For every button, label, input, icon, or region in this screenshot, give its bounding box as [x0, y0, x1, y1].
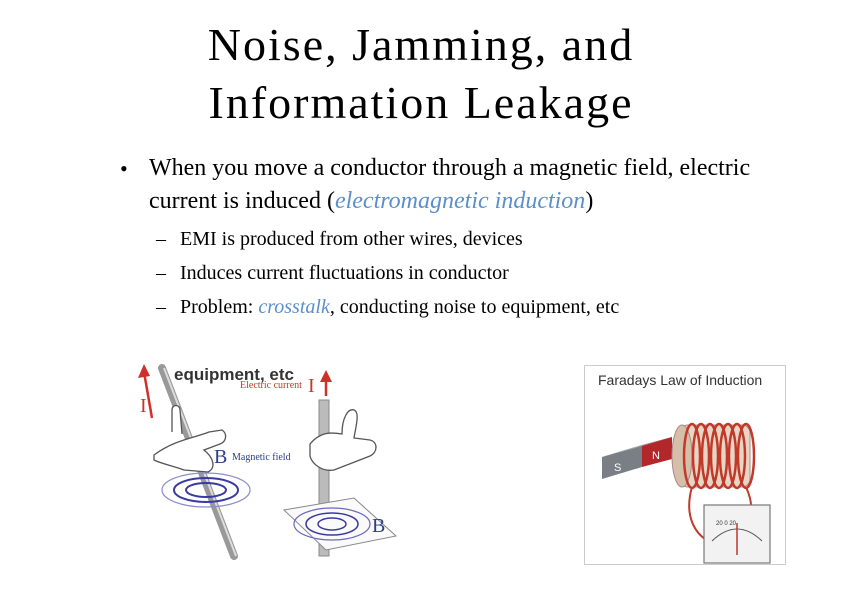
magnet-s-label: S: [614, 462, 621, 474]
bullet-main-text: When you move a conductor through a magn…: [149, 155, 751, 214]
sub-bullet-2: – Induces current fluctuations in conduc…: [116, 256, 756, 290]
current-arrow: [142, 371, 154, 419]
sub-bullet-dash: –: [156, 262, 166, 284]
sub-bullet-text-end: , conducting noise to equipment, etc: [329, 296, 620, 318]
induction-illustration: equipment, etc I B Magnetic field Electr…: [138, 364, 398, 560]
field-loop: [161, 472, 251, 508]
sub-bullet-1: – EMI is produced from other wires, devi…: [116, 222, 756, 256]
sub-bullet-dash: –: [156, 296, 166, 318]
label-B-right: B: [372, 515, 385, 537]
faraday-illustration: Faradays Law of Induction S N 20 0 20: [584, 365, 786, 565]
bullet-dot: •: [120, 156, 128, 181]
faraday-title: Faradays Law of Induction: [598, 372, 762, 388]
right-hand-icon: [309, 409, 377, 471]
magnet-n-pole: [642, 437, 672, 467]
overlap-text: equipment, etc: [174, 365, 294, 384]
label-I-right: I: [308, 375, 315, 397]
magnet-s-pole: [602, 445, 642, 479]
bullet-main-emphasis: electromagnetic induction: [334, 188, 586, 214]
bullet-main: • When you move a conductor through a ma…: [116, 152, 756, 218]
sub-bullet-3: – Problem: crosstalk, conducting noise t…: [116, 290, 756, 324]
bullet-main-close: ): [585, 188, 594, 214]
magnet-n-label: N: [652, 450, 660, 462]
slide-title: Noise, Jamming, and Information Leakage: [0, 16, 842, 132]
field-loop: [185, 482, 227, 498]
title-line-1: Noise, Jamming, and: [207, 19, 635, 70]
title-line-2: Information Leakage: [208, 77, 634, 128]
vertical-conductor: [318, 399, 330, 557]
bullet-list: • When you move a conductor through a ma…: [116, 152, 756, 324]
field-plane: [282, 497, 398, 551]
current-arrow-head: [138, 364, 150, 378]
coil-windings: [682, 422, 756, 490]
label-electric-current: Electric current: [240, 380, 302, 391]
sub-bullet-text: EMI is produced from other wires, device…: [180, 228, 523, 250]
crosstalk-emphasis: crosstalk: [258, 296, 330, 318]
sub-bullet-text: Problem:: [180, 296, 259, 318]
sub-bullet-dash: –: [156, 228, 166, 250]
label-B-left: B: [214, 446, 227, 468]
label-magnetic-field: Magnetic field: [232, 452, 291, 463]
field-loop: [173, 477, 239, 503]
label-I-left: I: [140, 395, 147, 417]
left-hand-icon: [153, 429, 227, 473]
meter-scale: 20 0 20: [716, 521, 737, 527]
sub-bullet-text: Induces current fluctuations in conducto…: [180, 262, 509, 284]
